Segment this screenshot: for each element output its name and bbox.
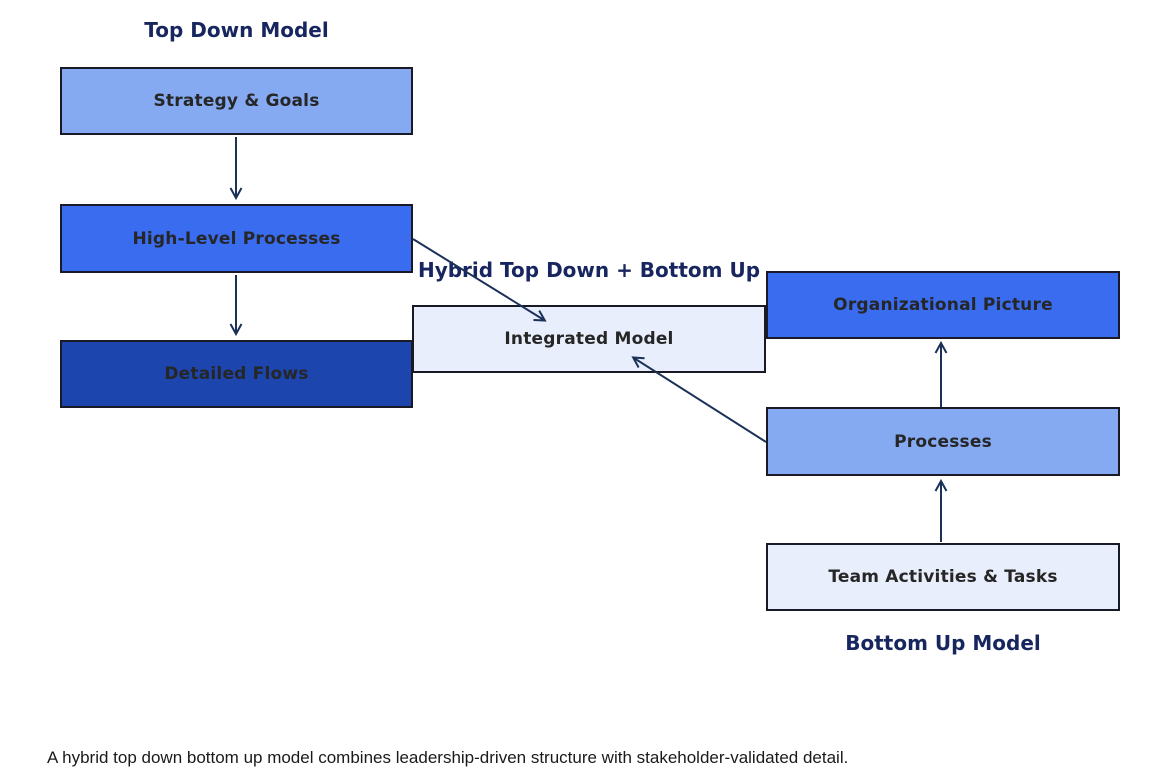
top-down-model-title: Top Down Model xyxy=(144,18,329,42)
organizational-picture-box: Organizational Picture xyxy=(766,271,1120,339)
processes-box: Processes xyxy=(766,407,1120,476)
strategy-goals-box: Strategy & Goals xyxy=(60,67,413,135)
hybrid-model-title: Hybrid Top Down + Bottom Up xyxy=(417,258,761,282)
team-activities-tasks-box: Team Activities & Tasks xyxy=(766,543,1120,611)
high-level-processes-box: High-Level Processes xyxy=(60,204,413,273)
integrated-model-box: Integrated Model xyxy=(412,305,766,373)
diagram-caption: A hybrid top down bottom up model combin… xyxy=(47,748,849,767)
detailed-flows-box: Detailed Flows xyxy=(60,340,413,408)
bottom-up-model-title: Bottom Up Model xyxy=(845,631,1041,655)
